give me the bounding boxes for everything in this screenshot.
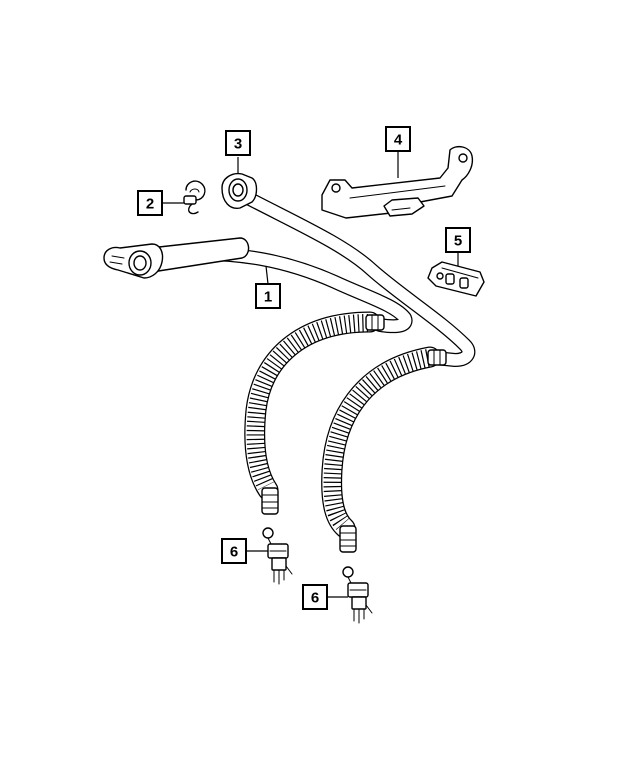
fitting-bottom-left (261, 487, 279, 515)
clip-part-2 (183, 180, 206, 215)
connector-part-3 (221, 172, 258, 209)
corrugated-hose-left (244, 311, 381, 501)
valve-core-6a (262, 527, 293, 585)
clip-block-part-5 (427, 261, 485, 297)
hose-upper-long (241, 191, 476, 367)
hose-sleeve (149, 237, 250, 273)
callout-6b-label: 6 (311, 590, 319, 607)
callout-5: 5 (445, 227, 471, 253)
callout-2-label: 2 (146, 196, 154, 213)
callout-5-label: 5 (454, 233, 462, 250)
hose-assembly (103, 172, 476, 553)
callout-2: 2 (137, 190, 163, 216)
callout-3-label: 3 (234, 136, 242, 153)
callout-4-label: 4 (394, 132, 403, 149)
callout-4: 4 (385, 126, 411, 152)
leader-lines (162, 152, 459, 598)
callout-6a-label: 6 (230, 544, 238, 561)
fitting-bottom-right (339, 525, 357, 553)
callout-1-label: 1 (264, 289, 272, 306)
callout-1: 1 (255, 283, 281, 309)
leader-1 (265, 265, 269, 285)
callout-3: 3 (225, 130, 251, 156)
callout-6a: 6 (221, 538, 247, 564)
fitting-upper-right (427, 349, 447, 366)
callout-6b: 6 (302, 584, 328, 610)
fitting-upper-left (365, 314, 385, 331)
bracket-part-4 (321, 145, 474, 219)
connector-part-1 (103, 243, 164, 279)
corrugated-hose-right (321, 346, 441, 539)
valve-core-6b (342, 566, 373, 624)
